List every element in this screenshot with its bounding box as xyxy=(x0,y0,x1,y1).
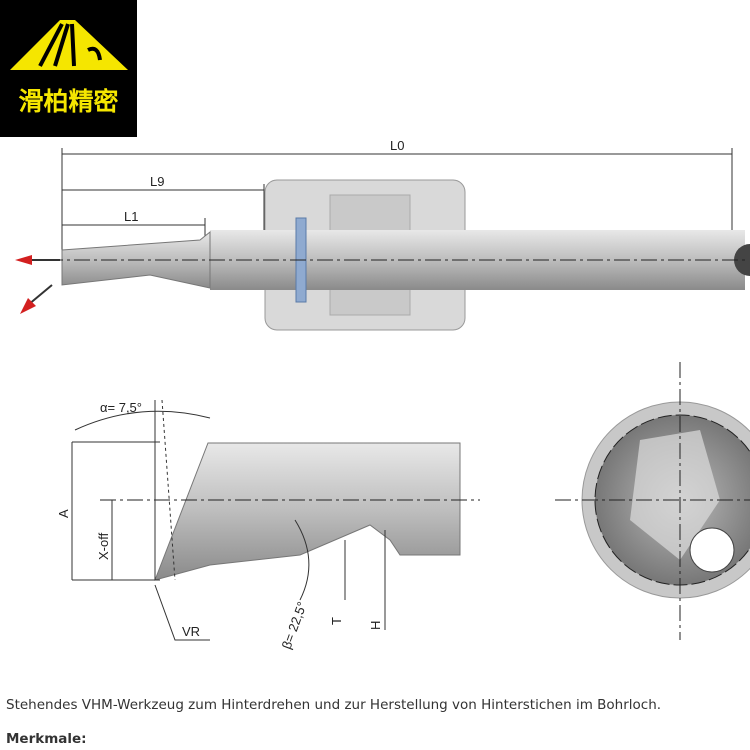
tool-tip-detail-view xyxy=(71,399,480,641)
tool-technical-drawing: L0 L9 L1 α= 7,5° A X-off β xyxy=(15,138,750,651)
dimension-lines xyxy=(61,148,733,250)
tool-side-view xyxy=(20,179,750,331)
label-beta: β= 22,5° xyxy=(279,600,310,651)
label-L9: L9 xyxy=(150,174,164,189)
company-logo: 滑柏精密 xyxy=(0,0,137,137)
cutting-direction-arrows xyxy=(15,255,60,314)
description-text: Stehendes VHM-Werkzeug zum Hinterdrehen … xyxy=(6,697,662,713)
label-T: T xyxy=(329,617,344,625)
label-VR: VR xyxy=(182,624,200,639)
logo-text: 滑柏精密 xyxy=(18,87,119,116)
label-H: H xyxy=(368,621,383,630)
label-L0: L0 xyxy=(390,138,404,153)
tool-end-view xyxy=(555,362,750,640)
label-A: A xyxy=(56,509,71,518)
features-heading: Merkmale: xyxy=(6,731,87,747)
label-L1: L1 xyxy=(124,209,138,224)
label-X-off: X-off xyxy=(96,532,111,560)
logo-mark-icon xyxy=(10,20,128,70)
label-alpha: α= 7,5° xyxy=(100,400,142,415)
